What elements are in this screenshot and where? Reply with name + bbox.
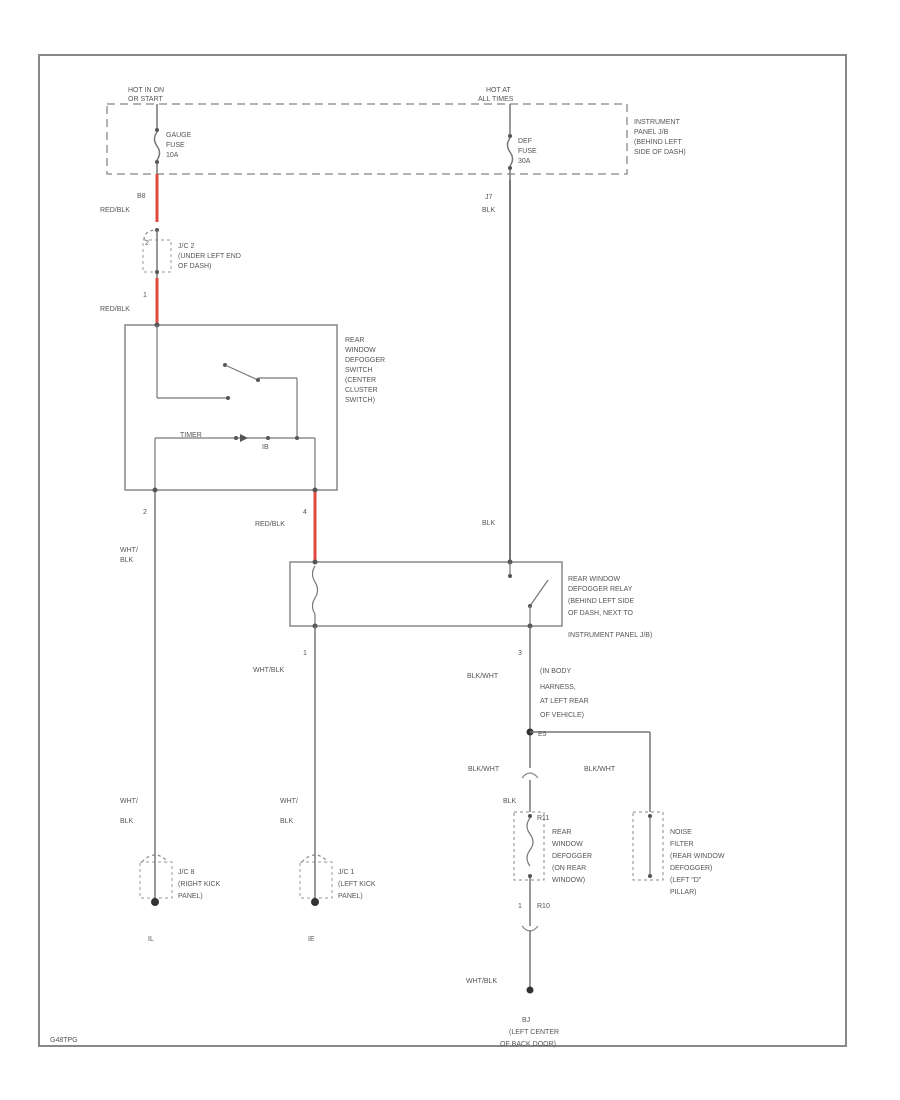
- jc1-label-1: J/C 1: [338, 869, 354, 876]
- switch-gnd-pin: 2: [143, 509, 147, 516]
- defog-bottom-conn: R10: [537, 903, 550, 910]
- gauge-fuse: [153, 104, 161, 174]
- split-label: BLK/WHT: [468, 766, 500, 773]
- noise-feed-color: BLK/WHT: [584, 766, 616, 773]
- rear-window-defogger-switch: [124, 322, 338, 493]
- jc8-id: IL: [148, 936, 154, 943]
- rear-window-defogger-grid: [513, 772, 545, 994]
- jc1-label-3: PANEL): [338, 893, 363, 900]
- mid-drop-color-1: WHT/: [280, 798, 298, 805]
- switch-inner-label: TIMER: [180, 432, 202, 439]
- splice-label-3: AT LEFT REAR: [540, 698, 589, 705]
- rear-window-defogger-relay: [289, 559, 563, 629]
- relay-out-pin: 3: [518, 650, 522, 657]
- switch-indicator: IB: [262, 444, 269, 451]
- left-drop-color-2: BLK: [120, 818, 134, 825]
- switch-label-4: SWITCH: [345, 367, 373, 374]
- defogger-label-4: (ON REAR: [552, 865, 586, 872]
- noise-filter-label-3: (REAR WINDOW: [670, 853, 725, 860]
- defogger-label-2: WINDOW: [552, 841, 583, 848]
- left-hot-label-1: HOT IN ON: [128, 87, 164, 94]
- switch-label-1: REAR: [345, 337, 364, 344]
- right-hot-label-2: ALL TIMES: [478, 96, 514, 103]
- panel-label-2: PANEL J/B: [634, 129, 669, 136]
- bottom-ground-label-1: (LEFT CENTER: [509, 1029, 559, 1036]
- left-drop-color-1: WHT/: [120, 798, 138, 805]
- defog-top-color: BLK: [503, 798, 517, 805]
- splice-id: E5: [538, 731, 547, 738]
- relay-label-4: OF DASH, NEXT TO: [568, 610, 634, 617]
- right-color: BLK: [482, 207, 496, 214]
- jc8-label-1: J/C 8: [178, 869, 194, 876]
- diagram-code: G48TPG: [50, 1037, 78, 1044]
- junction-connector-1: [299, 850, 333, 906]
- left-hot-label-2: OR START: [128, 96, 163, 103]
- panel-label-3: (BEHIND LEFT: [634, 139, 683, 146]
- diagram-frame: [38, 54, 847, 1047]
- w2-pin: 1: [143, 292, 147, 299]
- switch-label-2: WINDOW: [345, 347, 376, 354]
- jc1-id: IE: [308, 936, 315, 943]
- gauge-fuse-label-3: 10A: [166, 152, 179, 159]
- defog-fuse-label-1: DEF: [518, 138, 532, 145]
- jc2-label-2: (UNDER LEFT END: [178, 253, 241, 260]
- w2-color: RED/BLK: [100, 306, 130, 313]
- right-hot-label-1: HOT AT: [486, 87, 511, 94]
- junction-connector-2: [142, 228, 172, 278]
- noise-filter-label-1: NOISE: [670, 829, 692, 836]
- switch-out-color: RED/BLK: [255, 521, 285, 528]
- bottom-ground-label-2: OF BACK DOOR): [500, 1041, 556, 1048]
- defogger-label-1: REAR: [552, 829, 571, 836]
- relay-label-3: (BEHIND LEFT SIDE: [568, 598, 634, 605]
- defog-fuse-label-3: 30A: [518, 158, 531, 165]
- right-pin: J7: [485, 194, 493, 201]
- mid-drop-color-2: BLK: [280, 818, 294, 825]
- relay-label-2: DEFOGGER RELAY: [568, 586, 633, 593]
- panel-label-1: INSTRUMENT: [634, 119, 681, 126]
- relay-gnd-pin: 1: [303, 650, 307, 657]
- w1-color: RED/BLK: [100, 207, 130, 214]
- panel-label-4: SIDE OF DASH): [634, 149, 686, 156]
- defog-bottom-pin: 1: [518, 903, 522, 910]
- splice-label-2: HARNESS,: [540, 684, 576, 691]
- relay-label-1: REAR WINDOW: [568, 576, 621, 583]
- jc1-label-2: (LEFT KICK: [338, 881, 376, 888]
- noise-filter-label-5: (LEFT "D": [670, 877, 702, 884]
- jc2-label-3: OF DASH): [178, 263, 211, 270]
- junction-connector-8: [139, 850, 173, 906]
- splice-label-4: OF VEHICLE): [540, 712, 584, 719]
- defogger-conn: R11: [537, 815, 549, 822]
- defog-fuse: [506, 104, 514, 180]
- switch-label-5: (CENTER: [345, 377, 376, 384]
- relay-label-5: INSTRUMENT PANEL J/B): [568, 632, 652, 639]
- jc2-top-pin: 2: [145, 240, 149, 247]
- splice-label-1: (IN BODY: [540, 668, 571, 675]
- jc8-label-2: (RIGHT KICK: [178, 881, 221, 888]
- jc8-label-3: PANEL): [178, 893, 203, 900]
- relay-gnd-color: WHT/BLK: [253, 667, 284, 674]
- switch-gnd-color-1: WHT/: [120, 547, 138, 554]
- noise-filter: [632, 811, 664, 881]
- defogger-label-5: WINDOW): [552, 877, 585, 884]
- noise-filter-label-6: PILLAR): [670, 889, 696, 896]
- switch-out-pin: 4: [303, 509, 307, 516]
- relay-out-color: BLK/WHT: [467, 673, 499, 680]
- switch-label-6: CLUSTER: [345, 387, 378, 394]
- noise-filter-label-4: DEFOGGER): [670, 865, 712, 872]
- noise-filter-label-2: FILTER: [670, 841, 694, 848]
- gauge-fuse-label-1: GAUGE: [166, 132, 192, 139]
- w1-pin: B8: [137, 193, 146, 200]
- switch-gnd-color-2: BLK: [120, 557, 134, 564]
- jc2-label-1: J/C 2: [178, 243, 194, 250]
- bottom-ground-id: BJ: [522, 1017, 530, 1024]
- right-color-2: BLK: [482, 520, 496, 527]
- defog-fuse-label-2: FUSE: [518, 148, 537, 155]
- gauge-fuse-label-2: FUSE: [166, 142, 185, 149]
- switch-label-7: SWITCH): [345, 397, 375, 404]
- instrument-panel-jb-box: [106, 103, 628, 175]
- defogger-label-3: DEFOGGER: [552, 853, 592, 860]
- ground-color: WHT/BLK: [466, 978, 497, 985]
- switch-label-3: DEFOGGER: [345, 357, 385, 364]
